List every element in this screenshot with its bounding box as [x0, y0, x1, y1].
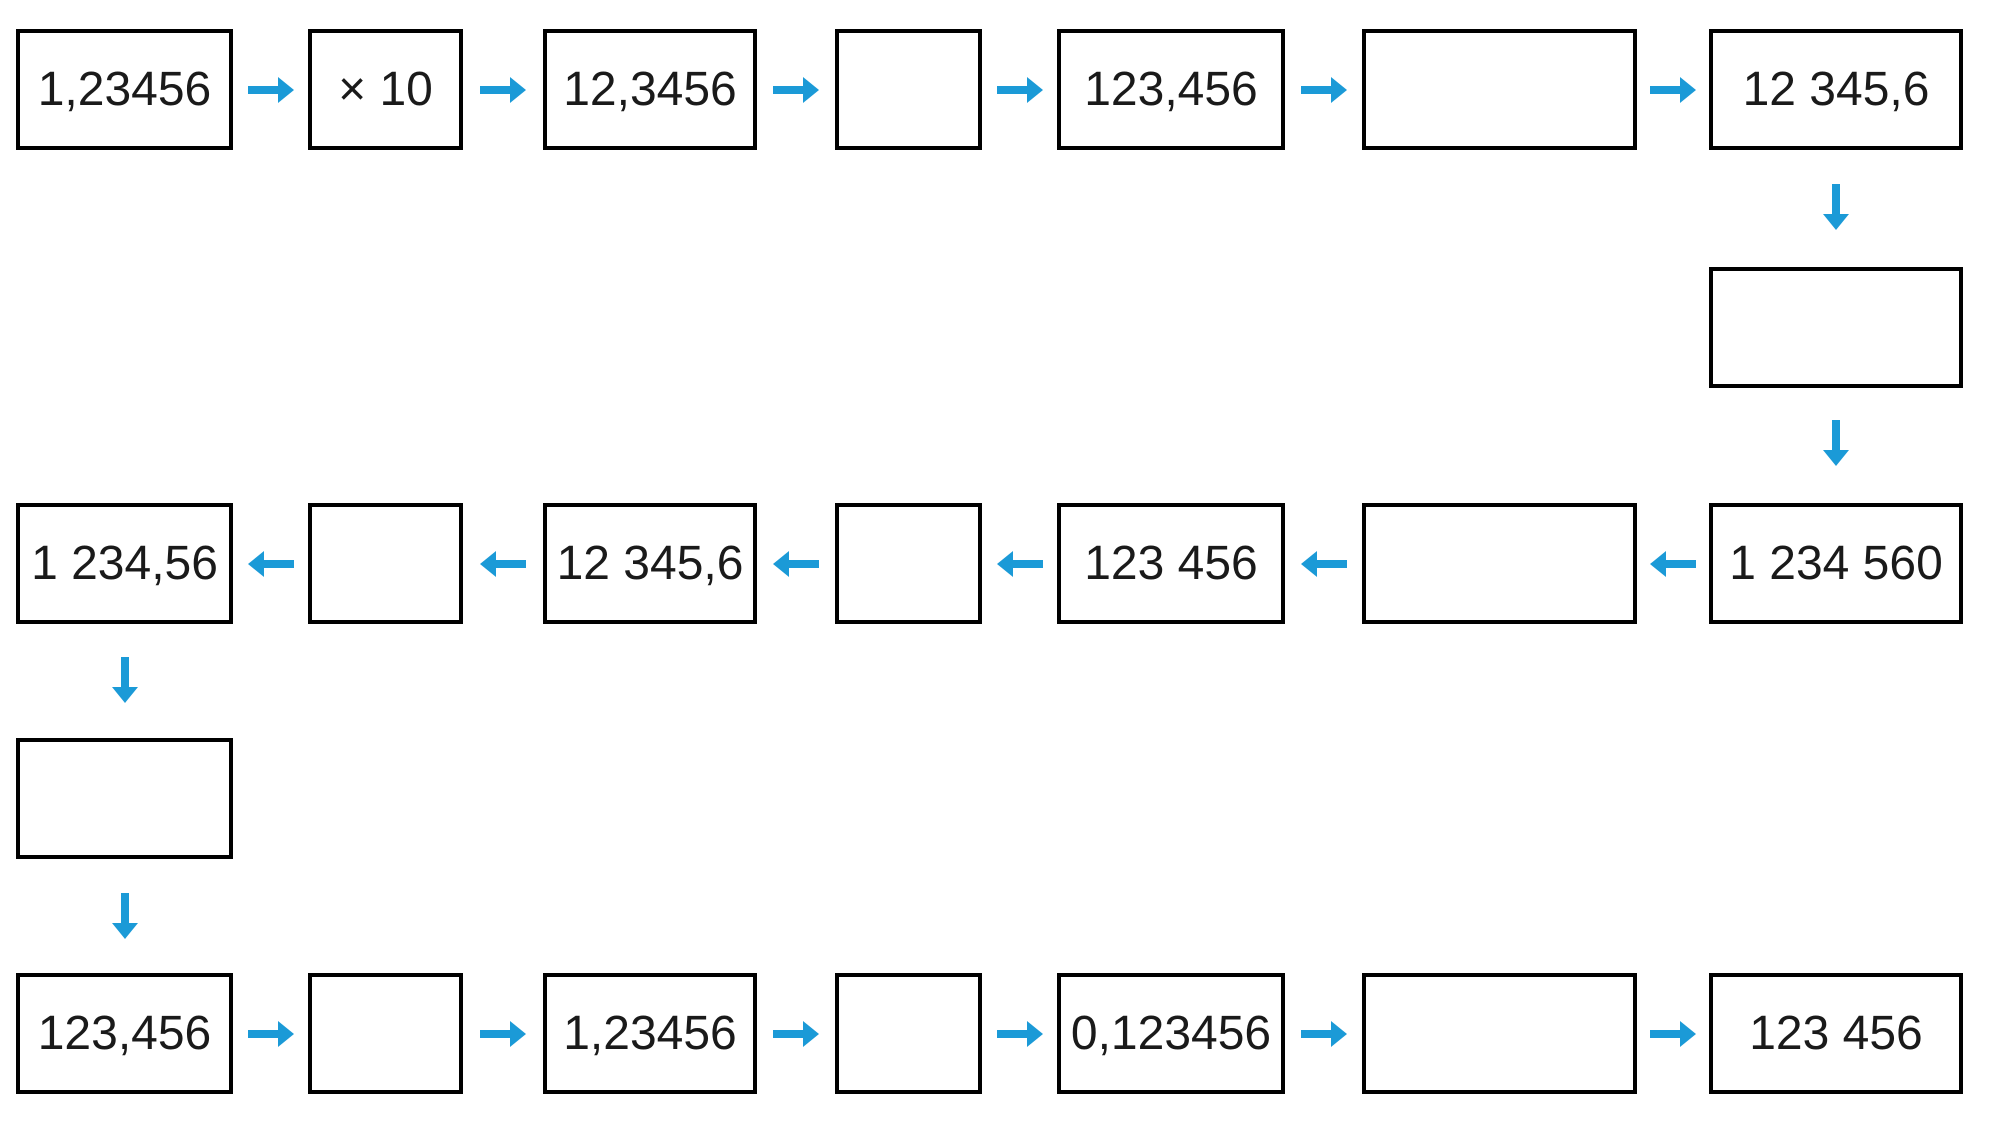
- arrow-right-icon: [997, 77, 1043, 103]
- value-box-bottom-3: 1,23456: [543, 973, 757, 1094]
- value-box-middle-3: 12 345,6: [543, 503, 757, 624]
- arrow-left-icon: [1301, 551, 1347, 577]
- value-box-middle-5: 123 456: [1057, 503, 1285, 624]
- answer-box-left-connector[interactable]: [16, 738, 233, 859]
- arrow-right-icon: [480, 1021, 526, 1047]
- arrow-right-icon: [248, 1021, 294, 1047]
- arrow-right-icon: [1301, 1021, 1347, 1047]
- arrow-right-icon: [773, 1021, 819, 1047]
- answer-box-middle-4[interactable]: [835, 503, 982, 624]
- value-box-middle-1: 1 234,56: [16, 503, 233, 624]
- arrow-down-icon: [1823, 184, 1849, 230]
- arrow-right-icon: [480, 77, 526, 103]
- arrow-down-icon: [112, 657, 138, 703]
- arrow-left-icon: [997, 551, 1043, 577]
- arrow-right-icon: [1650, 1021, 1696, 1047]
- answer-box-top-4[interactable]: [835, 29, 982, 150]
- arrow-left-icon: [773, 551, 819, 577]
- arrow-left-icon: [248, 551, 294, 577]
- value-box-middle-7: 1 234 560: [1709, 503, 1963, 624]
- value-box-top-7: 12 345,6: [1709, 29, 1963, 150]
- arrow-left-icon: [1650, 551, 1696, 577]
- answer-box-bottom-4[interactable]: [835, 973, 982, 1094]
- value-box-bottom-7: 123 456: [1709, 973, 1963, 1094]
- answer-box-bottom-2[interactable]: [308, 973, 463, 1094]
- arrow-right-icon: [248, 77, 294, 103]
- arrow-down-icon: [112, 893, 138, 939]
- arrow-right-icon: [997, 1021, 1043, 1047]
- value-box-bottom-5: 0,123456: [1057, 973, 1285, 1094]
- arrow-right-icon: [1301, 77, 1347, 103]
- value-box-bottom-1: 123,456: [16, 973, 233, 1094]
- arrow-left-icon: [480, 551, 526, 577]
- answer-box-middle-2[interactable]: [308, 503, 463, 624]
- answer-box-right-connector[interactable]: [1709, 267, 1963, 388]
- operator-box-times-10: × 10: [308, 29, 463, 150]
- answer-box-middle-6[interactable]: [1362, 503, 1637, 624]
- value-box-top-5: 123,456: [1057, 29, 1285, 150]
- arrow-right-icon: [1650, 77, 1696, 103]
- value-box-top-1: 1,23456: [16, 29, 233, 150]
- answer-box-bottom-6[interactable]: [1362, 973, 1637, 1094]
- arrow-right-icon: [773, 77, 819, 103]
- value-box-top-3: 12,3456: [543, 29, 757, 150]
- answer-box-top-6[interactable]: [1362, 29, 1637, 150]
- arrow-down-icon: [1823, 420, 1849, 466]
